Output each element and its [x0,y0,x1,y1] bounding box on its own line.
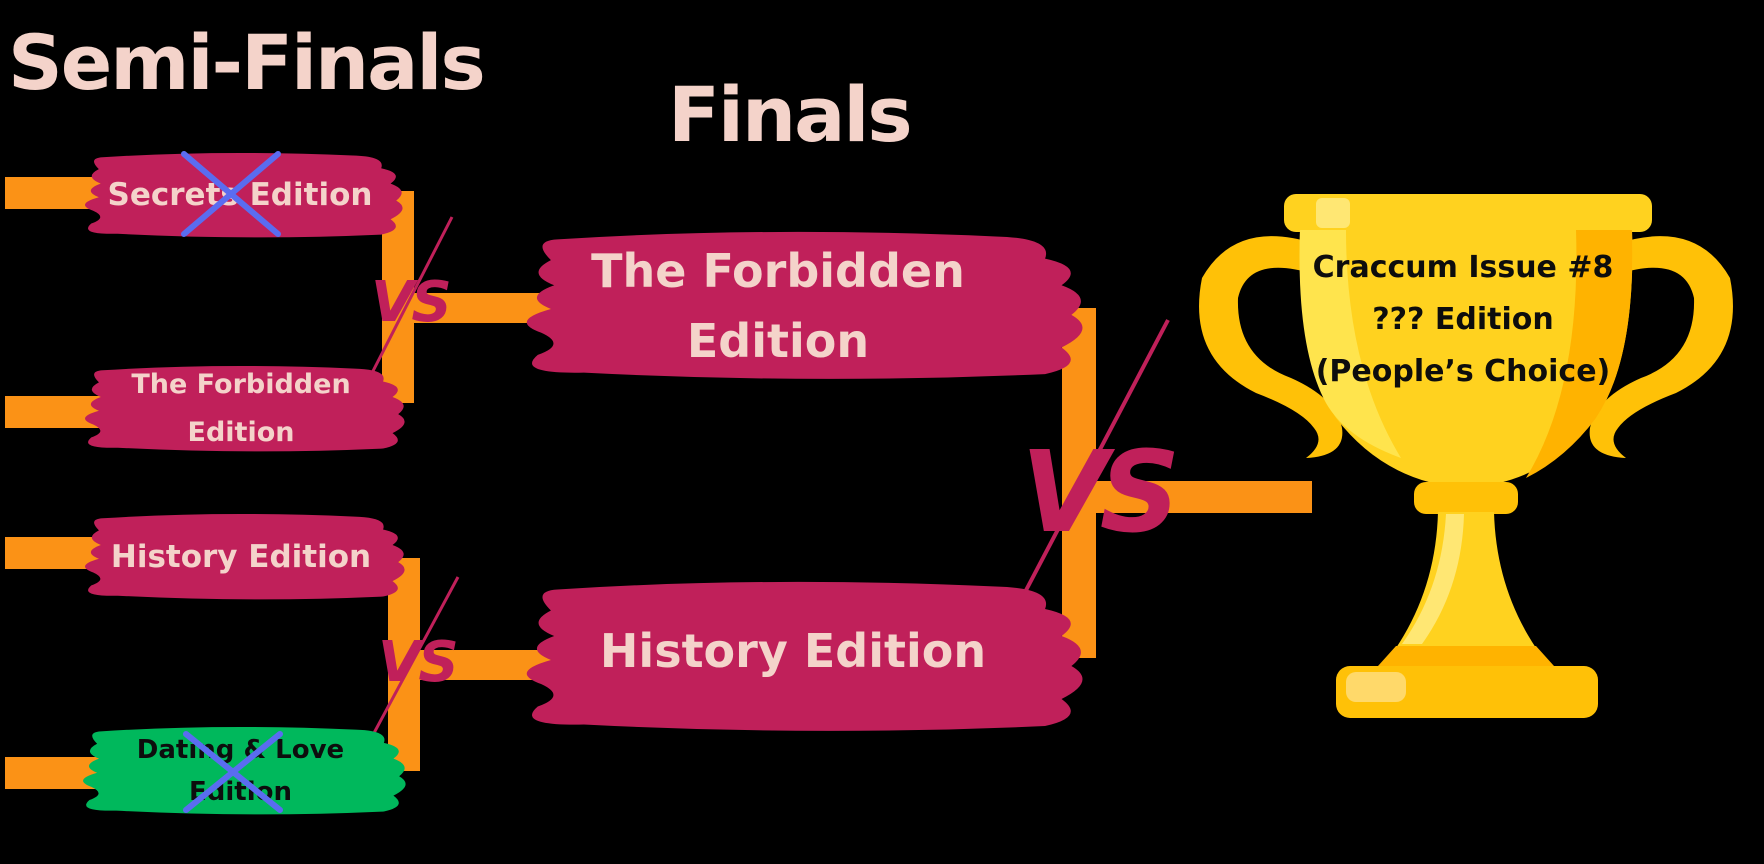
finals-entry-label: History Edition [600,623,986,681]
trophy-icon [1199,194,1733,718]
semi-final-entry-3: History Edition [80,513,405,600]
cross-out-icon [183,731,283,813]
finals-heading: Finals [668,70,913,159]
trophy-label: Craccum Issue #8 ??? Edition (People’s C… [1296,242,1630,398]
trophy-label-line2: ??? Edition [1372,302,1554,337]
vs-label-finals: VS [1021,428,1180,558]
vs-label-bottom: VS [378,630,459,695]
semi-final-entry-label: Dating & Love Edition [137,729,344,813]
semi-final-entry-label: The Forbidden Edition [131,361,350,457]
finals-entry-label: The Forbidden Edition [591,236,965,376]
finals-entry-line2: Edition [686,314,870,368]
vs-slash-top [370,216,454,374]
cross-out-icon [181,151,281,237]
semi-final-entry-2: The Forbidden Edition [80,365,405,452]
semi-final-entry-line2: Edition [187,417,295,448]
vs-slash-bottom [372,576,460,734]
connector-to-trophy [1094,481,1312,513]
vs-label-top: VS [371,270,452,335]
connector-bracket-bottom-vertical [388,558,420,771]
semi-final-entry-line1: Dating & Love [136,735,345,765]
finals-entry-line1: The Forbidden [591,244,965,298]
semi-final-entry-line1: The Forbidden [131,369,351,400]
finals-entry-1: The Forbidden Edition [518,231,1083,380]
semi-final-entry-line1: History Edition [110,538,372,575]
semi-finals-heading: Semi-Finals [8,18,486,107]
finals-entry-line1: History Edition [599,624,987,679]
connector-finals-vertical [1062,308,1096,658]
semi-final-entry-4: Dating & Love Edition [78,726,406,815]
trophy-label-line3: (People’s Choice) [1315,354,1611,389]
semi-final-entry-1: Secrets Edition [80,151,403,238]
finals-entry-2: History Edition [518,581,1083,732]
trophy-label-line1: Craccum Issue #8 [1312,250,1614,285]
vs-slash-finals [1021,319,1170,597]
semi-final-entry-label: History Edition [111,538,371,577]
